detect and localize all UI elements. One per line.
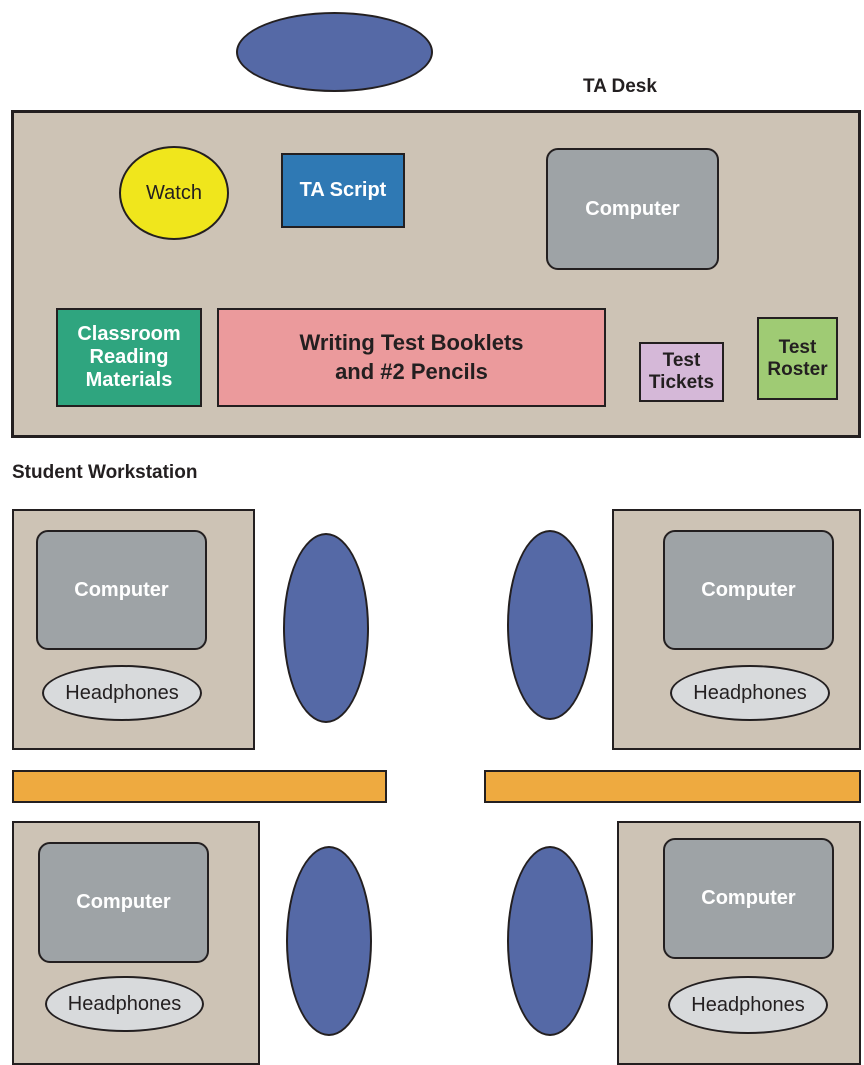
writing-booklets-line-1: Writing Test Booklets [299,329,524,355]
ta-computer: Computer [546,148,719,270]
student-workstation-label: Student Workstation [12,462,198,483]
ta-script: TA Script [281,153,405,228]
divider-right [484,770,861,803]
test-roster: Test Roster [757,317,838,400]
headphones: Headphones [668,976,828,1034]
student-computer-label: Computer [701,578,796,601]
headphones-label: Headphones [65,681,179,704]
student-chair [507,530,593,720]
writing-booklets-line-2: and #2 Pencils [335,358,488,384]
ta-script-label: TA Script [299,179,387,201]
ta-chair [236,12,433,92]
watch: Watch [119,146,229,240]
test-roster-line-2: Roster [767,358,828,380]
student-computer: Computer [36,530,207,650]
student-chair [507,846,593,1036]
headphones-label: Headphones [67,992,182,1015]
student-computer: Computer [38,842,209,963]
classroom-reading-line-1: Classroom [77,323,181,345]
test-roster-line-1: Test [778,336,817,358]
student-chair [286,846,372,1036]
divider-left [12,770,387,803]
test-tickets-line-1: Test [662,350,701,372]
classroom-reading-line-2: Reading [89,346,169,368]
student-computer: Computer [663,838,834,959]
student-chair [283,533,369,723]
headphones: Headphones [670,665,830,721]
classroom-reading-materials: Classroom Reading Materials [56,308,202,407]
student-computer-label: Computer [76,891,171,913]
headphones-label: Headphones [693,681,807,704]
watch-label: Watch [146,181,202,204]
test-tickets-line-2: Tickets [648,372,715,393]
ta-computer-label: Computer [585,197,680,220]
student-computer-label: Computer [701,887,796,909]
headphones: Headphones [42,665,202,721]
classroom-reading-line-3: Materials [85,369,173,391]
headphones-label: Headphones [691,993,805,1016]
test-tickets: Test Tickets [639,342,724,402]
ta-desk-label: TA Desk [583,76,657,97]
student-computer: Computer [663,530,834,650]
student-computer-label: Computer [74,578,169,601]
headphones: Headphones [45,976,204,1032]
writing-test-booklets: Writing Test Booklets and #2 Pencils [217,308,606,407]
